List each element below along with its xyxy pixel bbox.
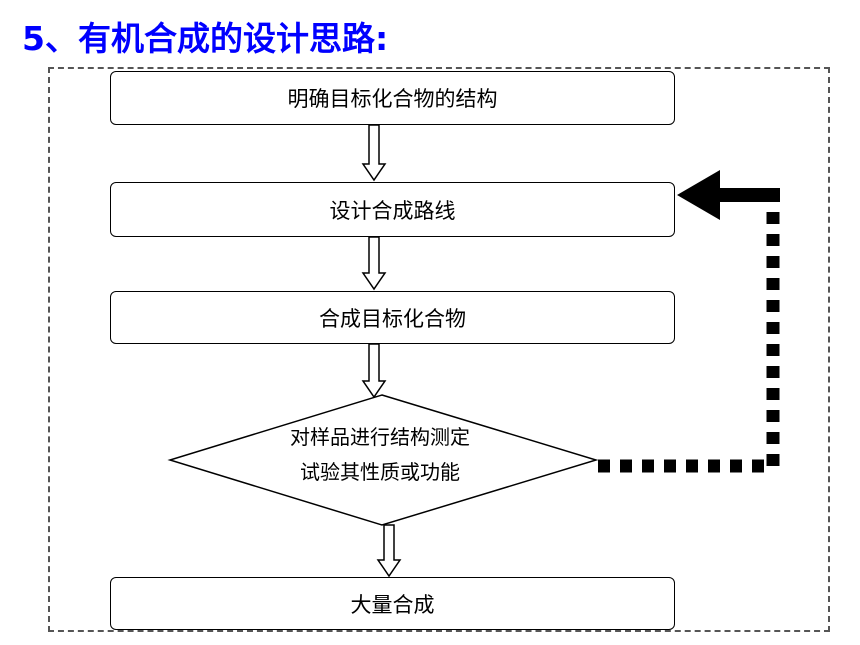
step-box-design-route: 设计合成路线 (110, 182, 675, 237)
step-box-mass-synthesis: 大量合成 (110, 577, 675, 630)
hollow-arrow-2 (361, 236, 387, 291)
step-label-design-route: 设计合成路线 (329, 198, 456, 223)
hollow-arrow-1 (361, 124, 387, 182)
decision-diamond (167, 394, 599, 526)
feedback-arrow-shaft (716, 188, 780, 202)
decision-line-1: 对样品进行结构测定 (290, 425, 470, 449)
decision-line-2: 试验其性质或功能 (300, 460, 460, 484)
hollow-arrow-4 (376, 524, 402, 578)
step-label-synthesize-target: 合成目标化合物 (319, 306, 466, 331)
step-label-define-structure: 明确目标化合物的结构 (287, 87, 498, 111)
step-box-define-structure: 明确目标化合物的结构 (110, 71, 675, 125)
dashed-frame (48, 67, 830, 632)
decision-text: 对样品进行结构测定 试验其性质或功能 (230, 420, 530, 490)
step-box-synthesize-target: 合成目标化合物 (110, 291, 675, 344)
feedback-arrow-head (677, 170, 720, 220)
slide-title: 5、有机合成的设计思路: (22, 19, 389, 58)
step-label-mass-synthesis: 大量合成 (350, 592, 435, 617)
hollow-arrow-3 (361, 343, 387, 399)
